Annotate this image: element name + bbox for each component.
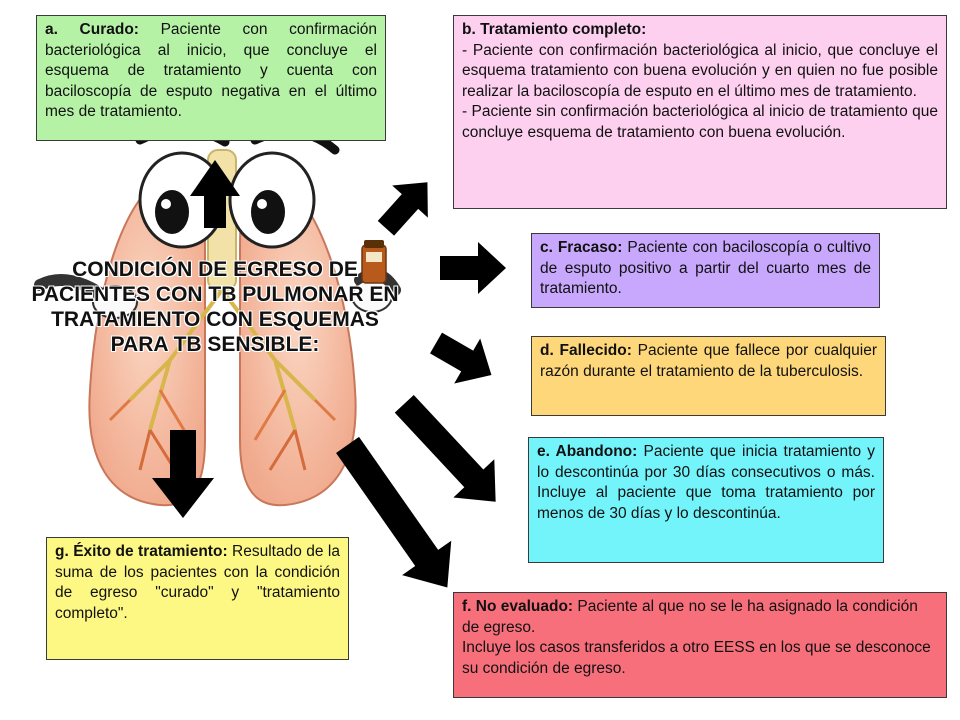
- outcome-box-exito-tratamiento: g. Éxito de tratamiento: Resultado de la…: [46, 537, 349, 660]
- outcome-box-curado: a. Curado: Paciente con confirmación bac…: [36, 15, 386, 141]
- outcome-title: b. Tratamiento completo:: [462, 21, 647, 38]
- outcome-title: c. Fracaso:: [540, 239, 623, 256]
- outcome-text-2: - Paciente sin confirmación bacteriológi…: [462, 103, 938, 141]
- outcome-text-1: Paciente al que no se le ha asignado la …: [462, 598, 918, 636]
- diagram-title: CONDICIÓN DE EGRESO DE PACIENTES CON TB …: [31, 258, 399, 356]
- outcome-text: Resultado de la suma de los pacientes co…: [55, 543, 340, 622]
- outcome-box-fracaso: c. Fracaso: Paciente con baciloscopía o …: [531, 233, 880, 308]
- outcome-text-2: Incluye los casos transferidos a otro EE…: [462, 639, 931, 677]
- outcome-title: g. Éxito de tratamiento:: [55, 543, 228, 560]
- outcome-text: Paciente con confirmación bacteriológica…: [45, 21, 378, 120]
- outcome-title: a. Curado:: [45, 21, 139, 38]
- outcome-text: Paciente que fallece por cualquier razón…: [540, 342, 877, 380]
- outcome-box-fallecido: d. Fallecido: Paciente que fallece por c…: [531, 336, 886, 416]
- outcome-title: e. Abandono:: [537, 443, 638, 460]
- outcome-text-1: - Paciente con confirmación bacteriológi…: [462, 41, 938, 100]
- outcome-box-no-evaluado: f. No evaluado: Paciente al que no se le…: [453, 592, 947, 698]
- outcome-text: Paciente con baciloscopía o cultivo de e…: [540, 239, 871, 297]
- outcome-box-abandono: e. Abandono: Paciente que inicia tratami…: [528, 437, 884, 563]
- outcome-box-tratamiento-completo: b. Tratamiento completo: - Paciente con …: [453, 15, 947, 209]
- outcome-text: Paciente que inicia tratamiento y lo des…: [537, 443, 875, 522]
- outcome-title: f. No evaluado:: [462, 598, 574, 615]
- outcome-title: d. Fallecido:: [540, 342, 632, 359]
